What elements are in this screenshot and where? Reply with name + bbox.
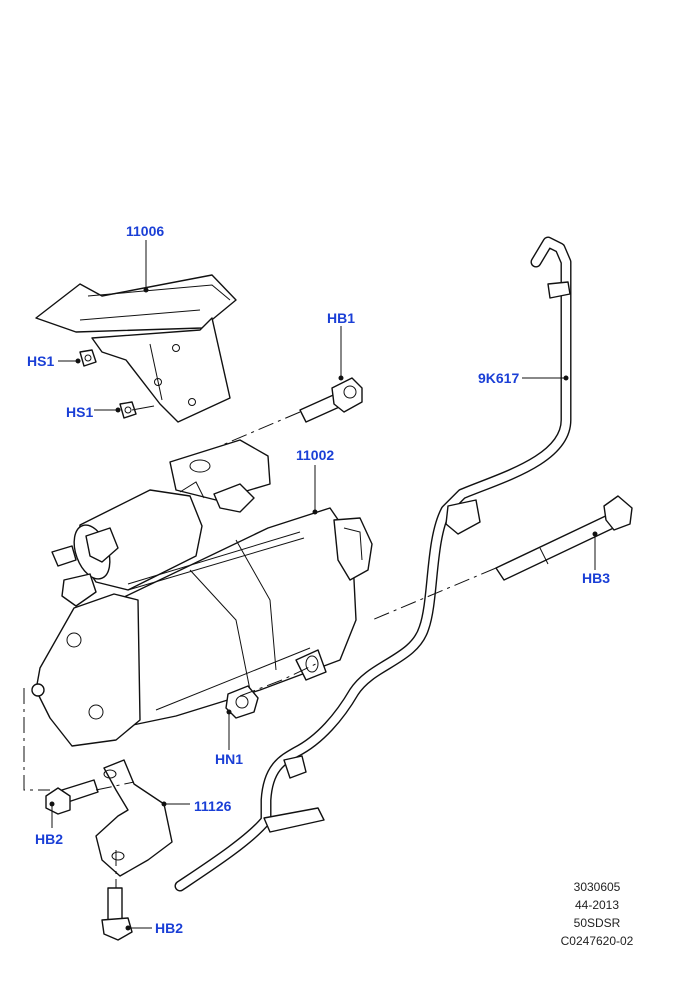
callout-hb2-bottom: HB2 <box>155 920 184 936</box>
reference-line-3: 50SDSR <box>573 916 621 930</box>
callout-hb1: HB1 <box>327 310 356 326</box>
reference-line-4: C0247620-02 <box>560 934 634 948</box>
nut-hn1 <box>225 685 259 719</box>
heat-shield-11006 <box>35 274 237 423</box>
callout-hb2-bracket: HB2 <box>35 831 64 847</box>
callout-11006: 11006 <box>126 223 165 239</box>
callout-11126: 11126 <box>194 798 232 814</box>
callout-hn1: HN1 <box>215 751 244 767</box>
bolt-hb3 <box>495 495 633 581</box>
callout-hs1-upper: HS1 <box>27 353 55 369</box>
callout-hs1-lower: HS1 <box>66 404 94 420</box>
reference-line-1: 3030605 <box>573 880 621 894</box>
reference-line-2: 44-2013 <box>574 898 620 912</box>
starter-motor-11002 <box>31 439 373 747</box>
leader-lines <box>49 240 598 931</box>
dashed-center-lines <box>23 411 497 888</box>
bolt-hb2-bracket <box>45 779 99 815</box>
screw-hs1-upper <box>79 349 97 367</box>
callout-11002: 11002 <box>296 447 335 463</box>
bracket-11126 <box>95 759 173 877</box>
tube-9k617 <box>174 236 572 892</box>
callout-hb3: HB3 <box>582 570 611 586</box>
screw-hs1-lower <box>119 401 137 419</box>
bolt-hb2-bottom <box>101 887 133 941</box>
callout-9k617: 9K617 <box>478 370 520 386</box>
bolt-hb1 <box>299 377 363 423</box>
